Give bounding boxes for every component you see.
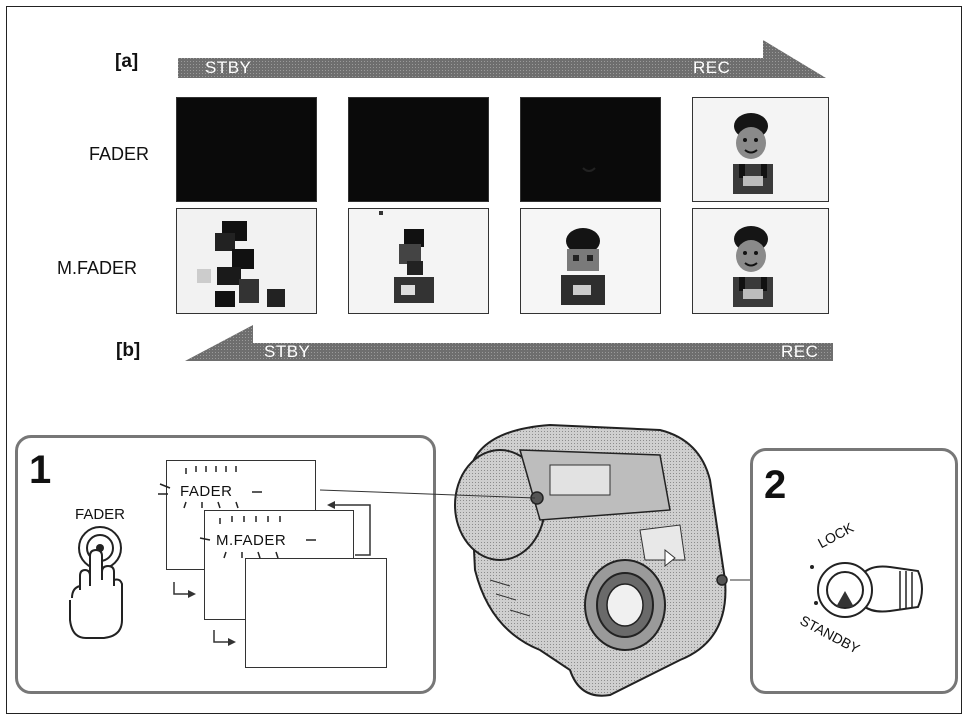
timeline-b-arrow — [185, 325, 833, 361]
fader-frame-4 — [692, 97, 829, 202]
cycle-arrows — [173, 501, 371, 646]
page-frame — [6, 6, 962, 714]
timeline-a-end: REC — [693, 58, 731, 77]
fader-button-label: FADER — [75, 506, 126, 523]
power-switch[interactable] — [800, 545, 930, 645]
fader-frame-2 — [348, 97, 489, 202]
step1-number: 1 — [29, 448, 52, 492]
fader-screen-text: FADER — [180, 483, 233, 500]
timeline-a-start: STBY — [205, 58, 252, 77]
fader-row-label: FADER — [89, 144, 150, 164]
timeline-b-end: REC — [781, 342, 819, 361]
mfader-frame-1 — [176, 208, 317, 314]
mfader-blink-marks — [199, 516, 316, 559]
leader-lines — [320, 489, 760, 581]
fader-frame-3 — [520, 97, 661, 202]
mfader-frame-4 — [692, 208, 829, 314]
timeline-a-tag: [a] — [115, 51, 139, 72]
mfader-row-label: M.FADER — [57, 258, 138, 278]
fader-frame-1 — [176, 97, 317, 202]
blank-screen — [245, 558, 387, 668]
mfader-screen-text: M.FADER — [216, 532, 287, 549]
timeline-a-arrow — [178, 40, 826, 78]
fader-button[interactable] — [60, 520, 140, 660]
mfader-frame-2 — [348, 208, 489, 314]
camcorder-illustration — [454, 423, 728, 697]
child-photo — [693, 98, 828, 201]
mfader-frame-3 — [520, 208, 661, 314]
step2-number: 2 — [764, 463, 787, 507]
timeline-b-start: STBY — [264, 342, 311, 361]
timeline-b-tag: [b] — [116, 340, 141, 361]
fader-blink-marks — [158, 466, 262, 509]
